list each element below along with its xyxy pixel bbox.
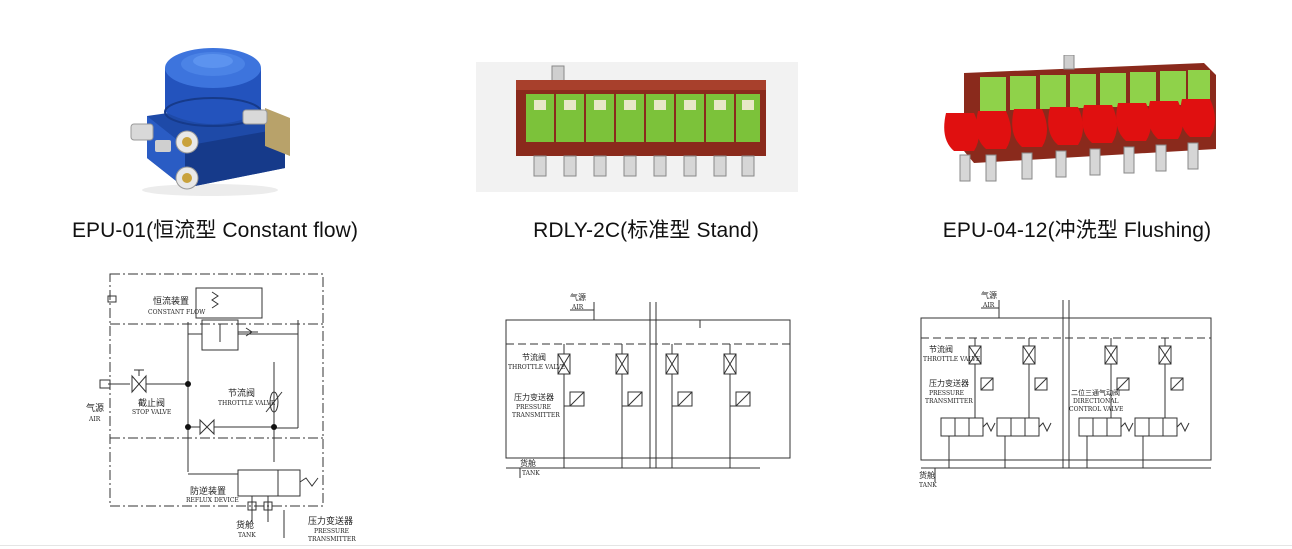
air-label-cn: 气源 [981, 290, 997, 300]
stop-valve-label-cn: 截止阀 [138, 397, 165, 409]
throttle-label-cn: 节流阀 [228, 387, 255, 399]
directional-label-en2: CONTROL VALVE [1069, 406, 1123, 413]
product-epu-01: EPU-01(恒流型 Constant flow) [0, 0, 430, 260]
product-rdly-2c: RDLY-2C(标准型 Stand) [431, 0, 861, 260]
tank-label-cn: 货舱 [919, 470, 935, 480]
air-label-en: AIR [571, 304, 584, 311]
product-epu-04-12: EPU-04-12(冲洗型 Flushing) [862, 0, 1292, 260]
reflux-label-en: REFLUX DEVICE [186, 497, 239, 504]
stop-valve-label-en: STOP VALVE [132, 409, 171, 416]
constant-flow-label-cn: 恒流装置 [153, 295, 189, 307]
constant-flow-label-en: CONSTANT FLOW [148, 309, 206, 316]
pressure-label-cn: 压力变送器 [308, 515, 353, 527]
pressure-label-cn: 压力变送器 [929, 378, 969, 388]
throttle-label-en: THROTTLE VALVE [508, 364, 565, 371]
reflux-label-cn: 防逆装置 [190, 485, 226, 497]
schematic-rdly-2c: 气源 AIR 节流阀 THROTTLE VALVE 压力变送器 PRESSURE… [505, 292, 791, 478]
air-label-en: AIR [982, 302, 995, 309]
throttle-label-cn: 节流阀 [522, 352, 546, 362]
tank-label-en: TANK [522, 470, 540, 477]
pressure-label-cn: 压力变送器 [514, 392, 554, 402]
pressure-label-en2: TRANSMITTER [512, 412, 560, 419]
schematic-epu-04-12: 气源 AIR 节流阀 THROTTLE VALVE 压力变送器 PRESSURE… [919, 290, 1212, 489]
epu-01-photo [130, 48, 290, 196]
rdly-2c-photo [476, 62, 798, 192]
schematic-epu-01: 恒流装置 CONSTANT FLOW 节流阀 THROTTLE VALVE 截止… [86, 273, 356, 543]
throttle-label-cn: 节流阀 [929, 344, 953, 354]
pressure-label-en2: TRANSMITTER [308, 536, 356, 543]
product-caption: RDLY-2C(标准型 Stand) [533, 219, 759, 242]
tank-label-cn: 货舱 [236, 519, 254, 531]
throttle-label-en: THROTTLE VALVE [218, 400, 275, 407]
tank-label-en: TANK [919, 482, 937, 489]
directional-label-en1: DIRECTIONAL [1073, 398, 1119, 405]
pressure-label-en1: PRESSURE [929, 390, 964, 397]
throttle-label-en: THROTTLE VALVE [923, 356, 980, 363]
tank-label-en: TANK [238, 532, 256, 539]
epu-04-12-photo [944, 55, 1216, 182]
pressure-label-en1: PRESSURE [314, 528, 349, 535]
air-label-en: AIR [88, 416, 101, 423]
pressure-label-en2: TRANSMITTER [925, 398, 973, 405]
tank-label-cn: 货舱 [520, 458, 536, 468]
product-caption: EPU-04-12(冲洗型 Flushing) [942, 219, 1212, 242]
air-label-cn: 气源 [86, 402, 104, 414]
air-label-cn: 气源 [570, 292, 586, 302]
pressure-label-en1: PRESSURE [516, 404, 551, 411]
bottom-divider [0, 545, 1292, 546]
directional-label-cn: 二位三通气动阀 [1071, 388, 1120, 397]
product-caption: EPU-01(恒流型 Constant flow) [71, 219, 359, 242]
